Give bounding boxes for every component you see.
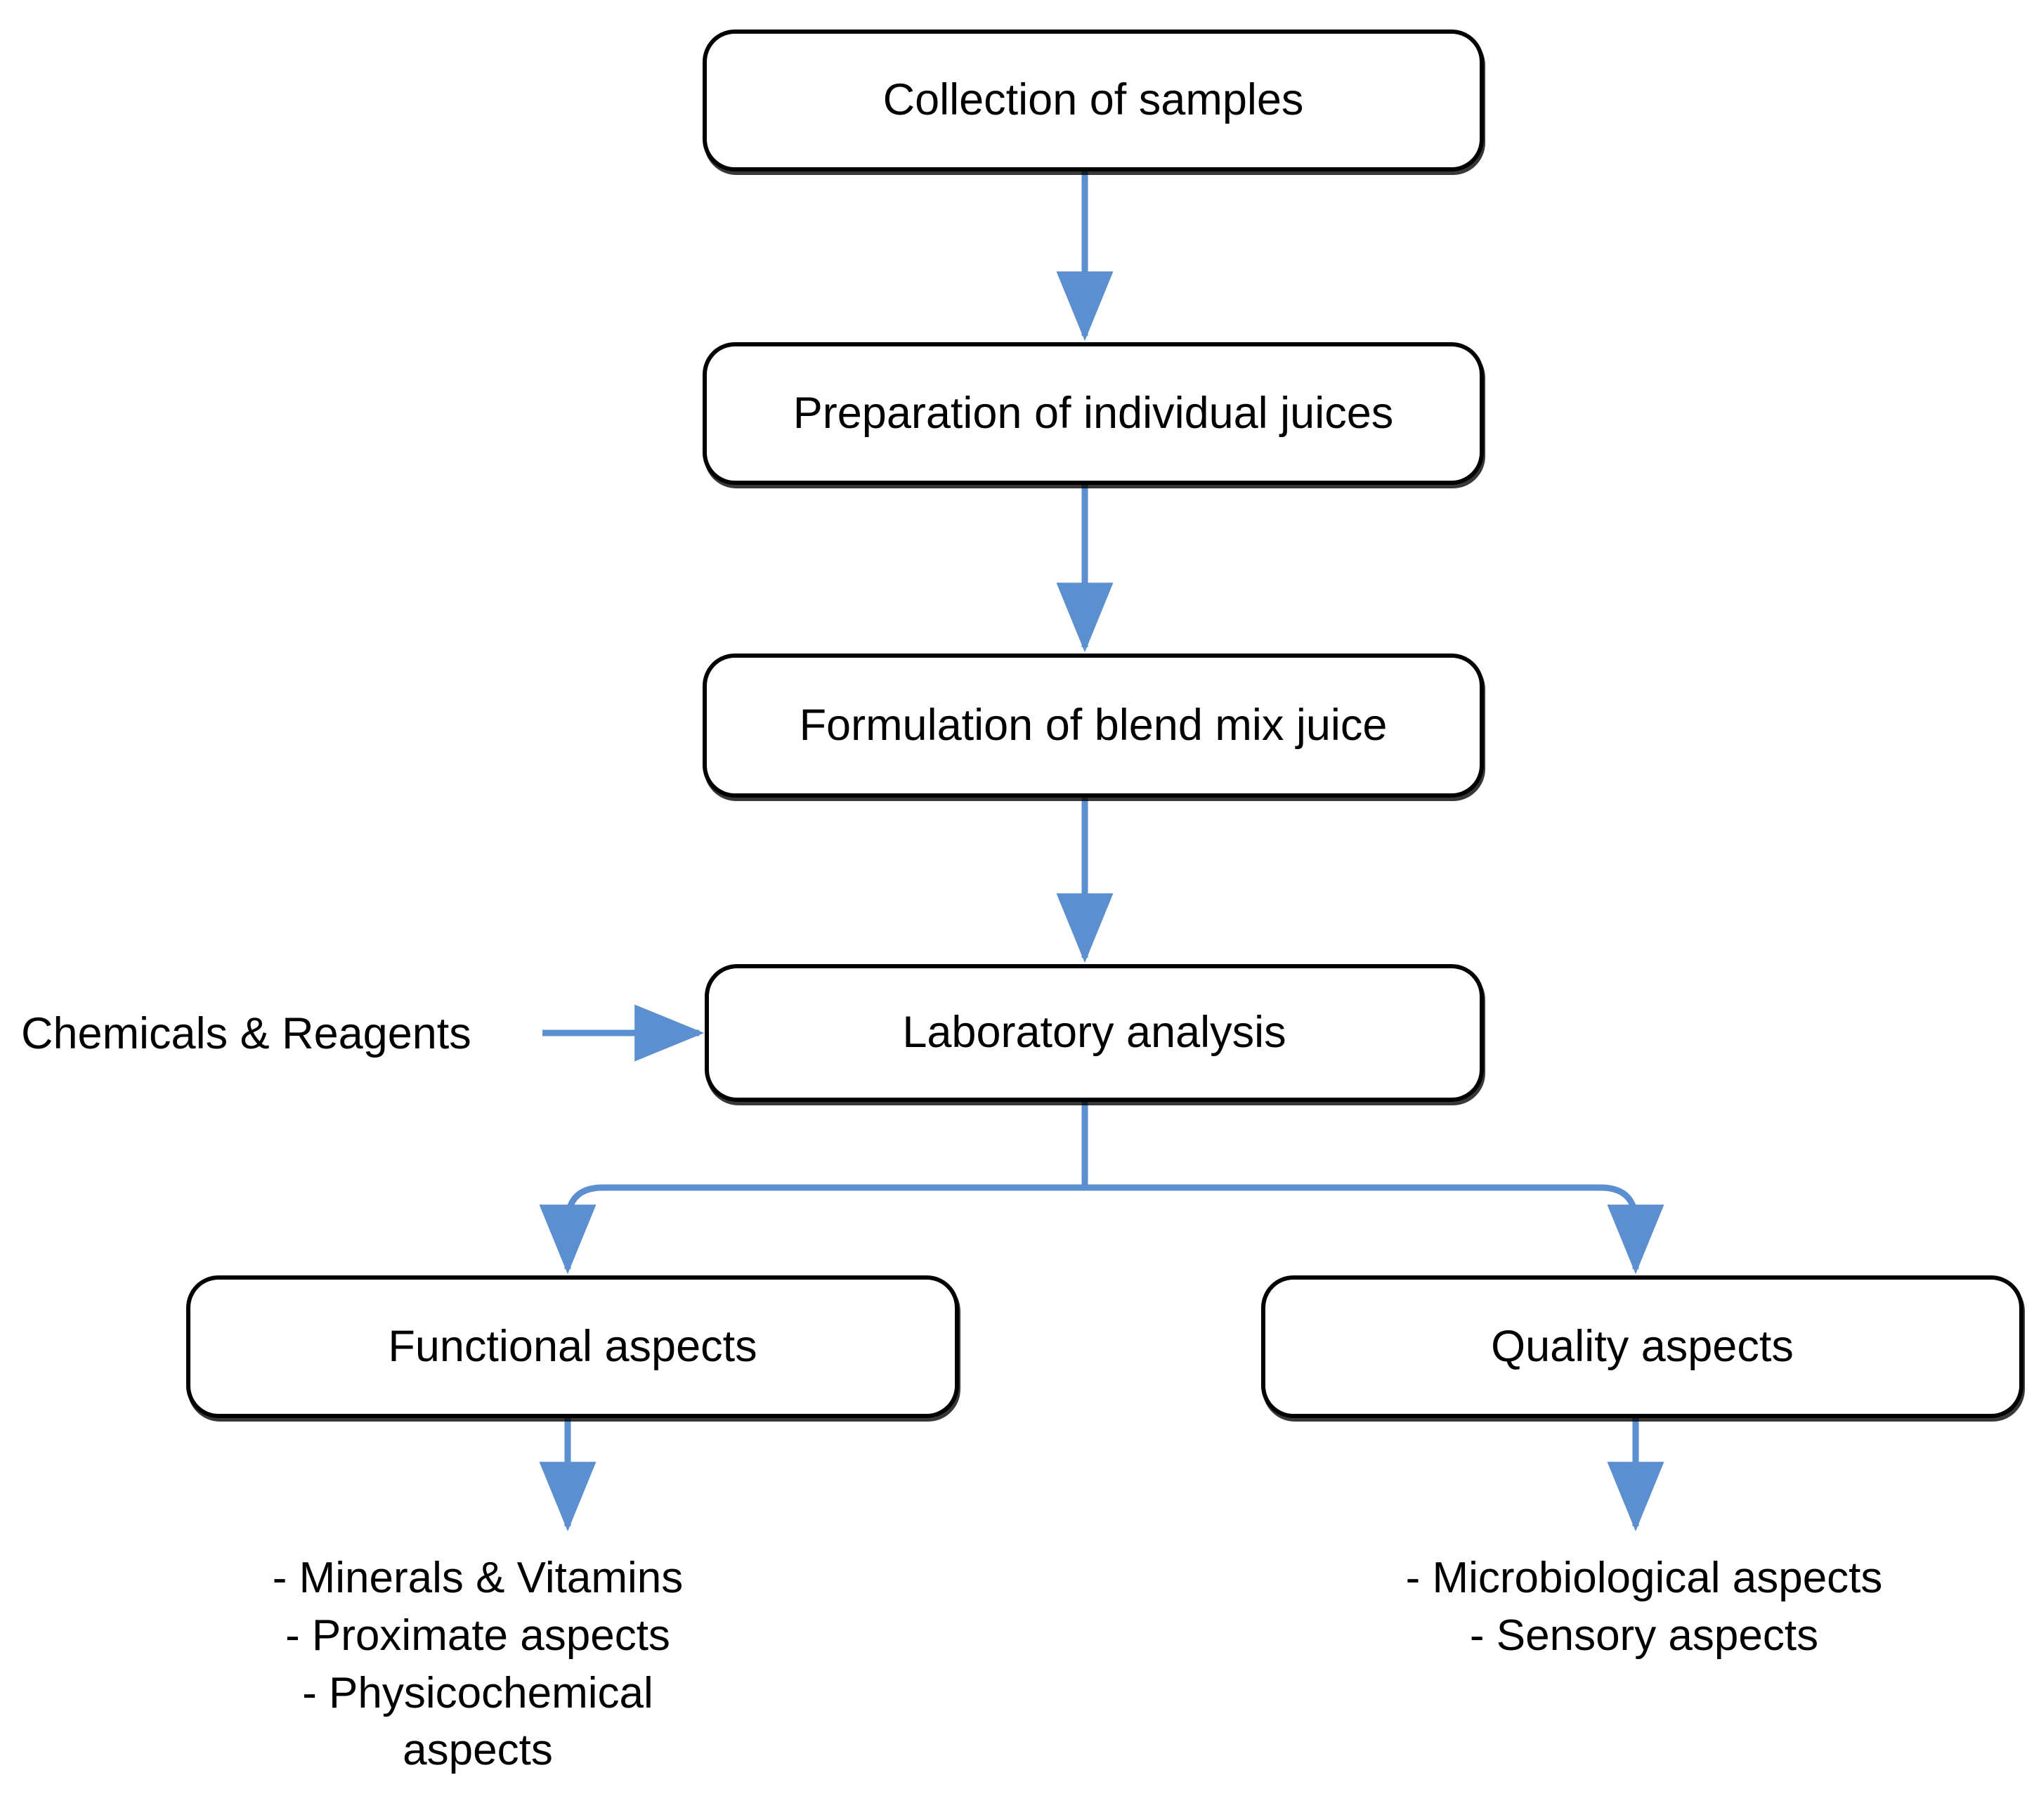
node-laboratory-label: Laboratory analysis xyxy=(902,1008,1286,1058)
node-collection-of-samples[interactable]: Collection of samples xyxy=(703,30,1484,171)
list-quality-outcomes: - Microbiological aspects - Sensory aspe… xyxy=(1402,1549,1886,1665)
list-item: - Minerals & Vitamins xyxy=(272,1554,684,1602)
node-functional-label: Functional aspects xyxy=(388,1321,757,1371)
node-collection-label: Collection of samples xyxy=(882,75,1304,125)
node-formulation-of-blend-mix-juice[interactable]: Formulation of blend mix juice xyxy=(703,654,1484,798)
list-item: - Physicochemical aspects xyxy=(302,1668,653,1775)
node-formulation-label: Formulation of blend mix juice xyxy=(799,700,1388,750)
node-functional-aspects[interactable]: Functional aspects xyxy=(186,1275,959,1418)
node-laboratory-analysis[interactable]: Laboratory analysis xyxy=(705,964,1484,1102)
label-chemicals-and-reagents: Chemicals & Reagents xyxy=(21,1009,471,1058)
node-preparation-label: Preparation of individual juices xyxy=(793,388,1394,438)
edge-laboratory-to-functional xyxy=(539,1184,1085,1275)
list-item: - Sensory aspects xyxy=(1469,1611,1819,1660)
node-quality-label: Quality aspects xyxy=(1491,1321,1794,1371)
node-quality-aspects[interactable]: Quality aspects xyxy=(1261,1275,2023,1418)
list-functional-outcomes: - Minerals & Vitamins - Proximate aspect… xyxy=(232,1549,724,1779)
list-item: - Microbiological aspects xyxy=(1405,1554,1883,1602)
list-item: - Proximate aspects xyxy=(285,1611,670,1660)
node-preparation-of-individual-juices[interactable]: Preparation of individual juices xyxy=(703,342,1484,485)
edge-laboratory-to-quality xyxy=(1085,1184,1664,1275)
